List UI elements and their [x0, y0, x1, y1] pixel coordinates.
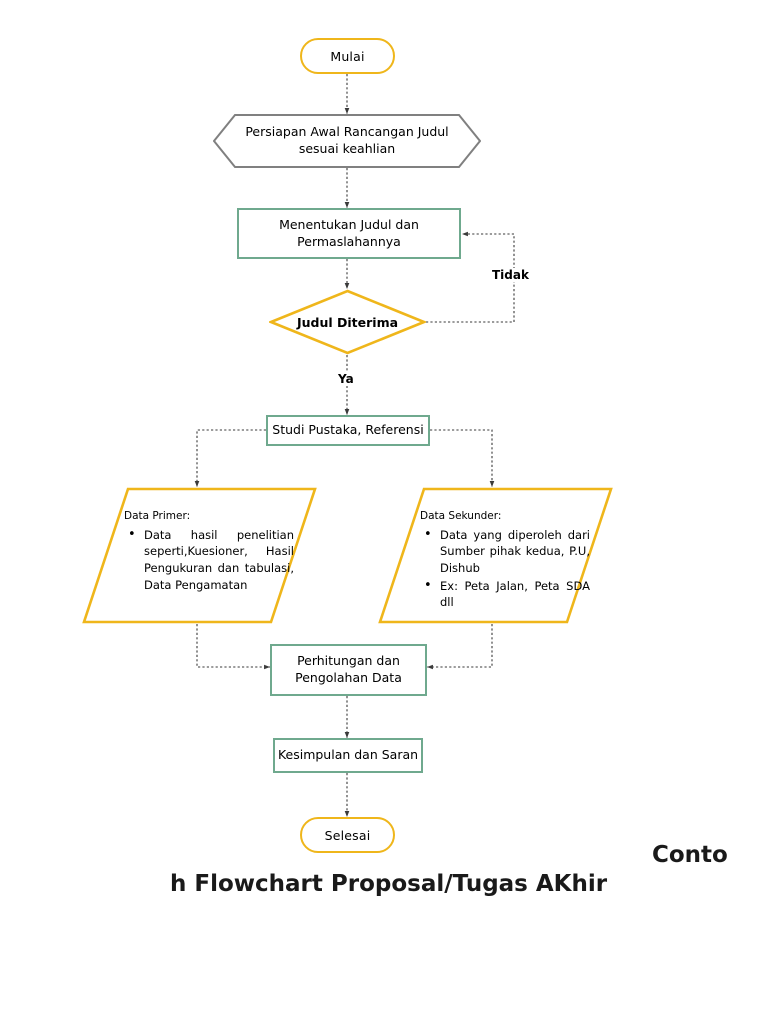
node-end[interactable]: Selesai: [300, 817, 395, 853]
node-decision[interactable]: Judul Diterima: [269, 289, 426, 355]
caption-line2: h Flowchart Proposal/Tugas AKhir: [170, 871, 608, 897]
node-preparation-line1: Persiapan Awal Rancangan Judul: [245, 124, 449, 140]
node-processing[interactable]: Perhitungan dan Pengolahan Data: [270, 644, 427, 696]
edge-label-tidak: Tidak: [490, 268, 531, 282]
node-conclusion[interactable]: Kesimpulan dan Saran: [273, 738, 423, 773]
node-processing-line1: Perhitungan dan: [297, 653, 400, 669]
edge-primary-to-processing: [196, 624, 270, 670]
node-processing-label: Perhitungan dan Pengolahan Data: [295, 653, 402, 687]
node-determine-title-line1: Menentukan Judul dan: [279, 216, 419, 232]
edge-label-ya: Ya: [336, 372, 356, 386]
node-preparation[interactable]: Persiapan Awal Rancangan Judul sesuai ke…: [213, 114, 481, 168]
node-literature[interactable]: Studi Pustaka, Referensi: [266, 415, 430, 446]
node-secondary-data-content: Data Sekunder: Data yang diperoleh dari …: [420, 509, 590, 612]
node-conclusion-label: Kesimpulan dan Saran: [277, 747, 419, 763]
node-secondary-data-title: Data Sekunder:: [420, 510, 502, 522]
list-item: Ex: Peta Jalan, Peta SDA dll: [424, 577, 590, 611]
list-item: Data yang diperoleh dari Sumber pihak ke…: [424, 526, 590, 577]
edge-literature-to-secondary: [430, 429, 495, 487]
node-literature-label: Studi Pustaka, Referensi: [272, 422, 424, 438]
node-start-label: Mulai: [330, 48, 365, 64]
node-primary-data[interactable]: Data Primer: Data hasil penelitian seper…: [82, 487, 317, 624]
node-determine-title-label: Menentukan Judul dan Permaslahannya: [279, 217, 419, 251]
caption-line1: Conto: [652, 842, 728, 868]
node-determine-title-line2: Permaslahannya: [297, 233, 401, 249]
list-item: Data hasil penelitian seperti,Kuesioner,…: [128, 526, 294, 594]
node-determine-title[interactable]: Menentukan Judul dan Permaslahannya: [237, 208, 461, 259]
node-end-label: Selesai: [324, 827, 371, 843]
node-preparation-line2: sesuai keahlian: [298, 141, 396, 156]
edge-secondary-to-processing: [427, 624, 493, 670]
node-processing-line2: Pengolahan Data: [295, 670, 402, 685]
edge-literature-to-primary: [194, 429, 266, 487]
node-primary-data-list: Data hasil penelitian seperti,Kuesioner,…: [124, 526, 294, 594]
node-secondary-data-list: Data yang diperoleh dari Sumber pihak ke…: [420, 526, 590, 611]
node-start[interactable]: Mulai: [300, 38, 395, 74]
node-primary-data-title: Data Primer:: [124, 510, 191, 522]
node-secondary-data[interactable]: Data Sekunder: Data yang diperoleh dari …: [378, 487, 613, 624]
node-primary-data-content: Data Primer: Data hasil penelitian seper…: [124, 509, 294, 594]
node-preparation-label: Persiapan Awal Rancangan Judul sesuai ke…: [213, 114, 481, 168]
node-decision-label: Judul Diterima: [296, 314, 399, 330]
